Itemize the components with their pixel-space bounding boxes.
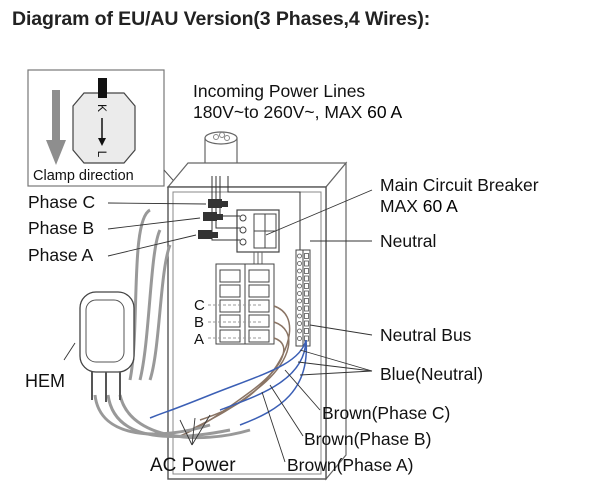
neutral-bus-hole: [297, 268, 302, 274]
phase-a-label: Phase A: [28, 245, 94, 265]
neutral-bus-screw: [304, 283, 309, 289]
main-breaker-max-prefix: MAX: [380, 196, 423, 216]
neutral-bus-hole: [297, 306, 302, 311]
neutral-bus-hole: [297, 336, 302, 341]
incoming-max-current: 60 A: [367, 102, 402, 122]
clamp-direction-arrow-icon: [46, 90, 66, 165]
sensor-cables: [93, 208, 251, 440]
hem-label: HEM: [25, 371, 65, 391]
breaker-row-b-label: B: [194, 314, 204, 331]
blue-neutral-label: Blue(Neutral): [380, 364, 483, 384]
diagram-title: Diagram of EU/AU Version(3 Phases,4 Wire…: [12, 8, 431, 30]
neutral-bus-hole: [297, 261, 302, 266]
blue-neutral-wires: [149, 339, 308, 426]
branch-breakers: [215, 263, 275, 345]
breaker-row-a-label: A: [194, 331, 204, 348]
neutral-bus-hole: [297, 298, 302, 304]
neutral-bus-screw: [304, 313, 309, 319]
neutral-bus-screw: [304, 305, 309, 312]
neutral-bus-hole: [297, 328, 302, 334]
neutral-bus-screw: [304, 328, 309, 334]
neutral-bus-hole: [297, 313, 302, 319]
neutral-label: Neutral: [380, 231, 436, 251]
neutral-bus-screw: [304, 298, 309, 304]
neutral-bus-screw: [304, 268, 309, 274]
breaker-row-c-label: C: [194, 297, 205, 314]
neutral-bus-screw: [304, 253, 309, 259]
phase-c-label: Phase C: [28, 192, 95, 212]
neutral-bus-hole: [297, 283, 302, 289]
phase-b-label: Phase B: [28, 218, 94, 238]
ct-clamp-icon: [72, 92, 136, 164]
neutral-bus-screw: [304, 290, 309, 297]
brown-phase-a-label: Brown(Phase A): [287, 455, 413, 475]
clamp-k-label: K: [95, 104, 109, 112]
main-circuit-breaker: [236, 209, 280, 264]
clamp-direction-inset: K L Clamp direction: [27, 69, 181, 189]
neutral-bus-hole: [297, 321, 302, 326]
main-breaker-max-label: MAX 60 A: [380, 196, 458, 216]
neutral-bus-hole: [297, 276, 302, 281]
brown-phase-c-label: Brown(Phase C): [322, 403, 450, 423]
incoming-voltage-prefix: 180V~to 260V~, MAX: [193, 102, 367, 122]
main-breaker-max-current: 60 A: [423, 196, 458, 216]
ac-power-label: AC Power: [150, 455, 236, 476]
incoming-power-lines-label: Incoming Power Lines: [193, 81, 365, 101]
clamp-l-label: L: [95, 151, 109, 158]
hem-device-icon: [79, 291, 135, 402]
neutral-bus-hole: [297, 253, 302, 259]
brown-phase-b-label: Brown(Phase B): [304, 429, 431, 449]
neutral-bus-screw: [304, 275, 309, 282]
clamp-direction-label: Clamp direction: [33, 168, 134, 184]
neutral-bus-hole: [297, 291, 302, 296]
incoming-voltage-label: 180V~to 260V~, MAX 60 A: [193, 102, 403, 122]
neutral-bus-label: Neutral Bus: [380, 325, 472, 345]
main-breaker-label: Main Circuit Breaker: [380, 175, 539, 195]
neutral-bus-screw: [304, 260, 309, 267]
neutral-bus-screw: [304, 320, 309, 327]
